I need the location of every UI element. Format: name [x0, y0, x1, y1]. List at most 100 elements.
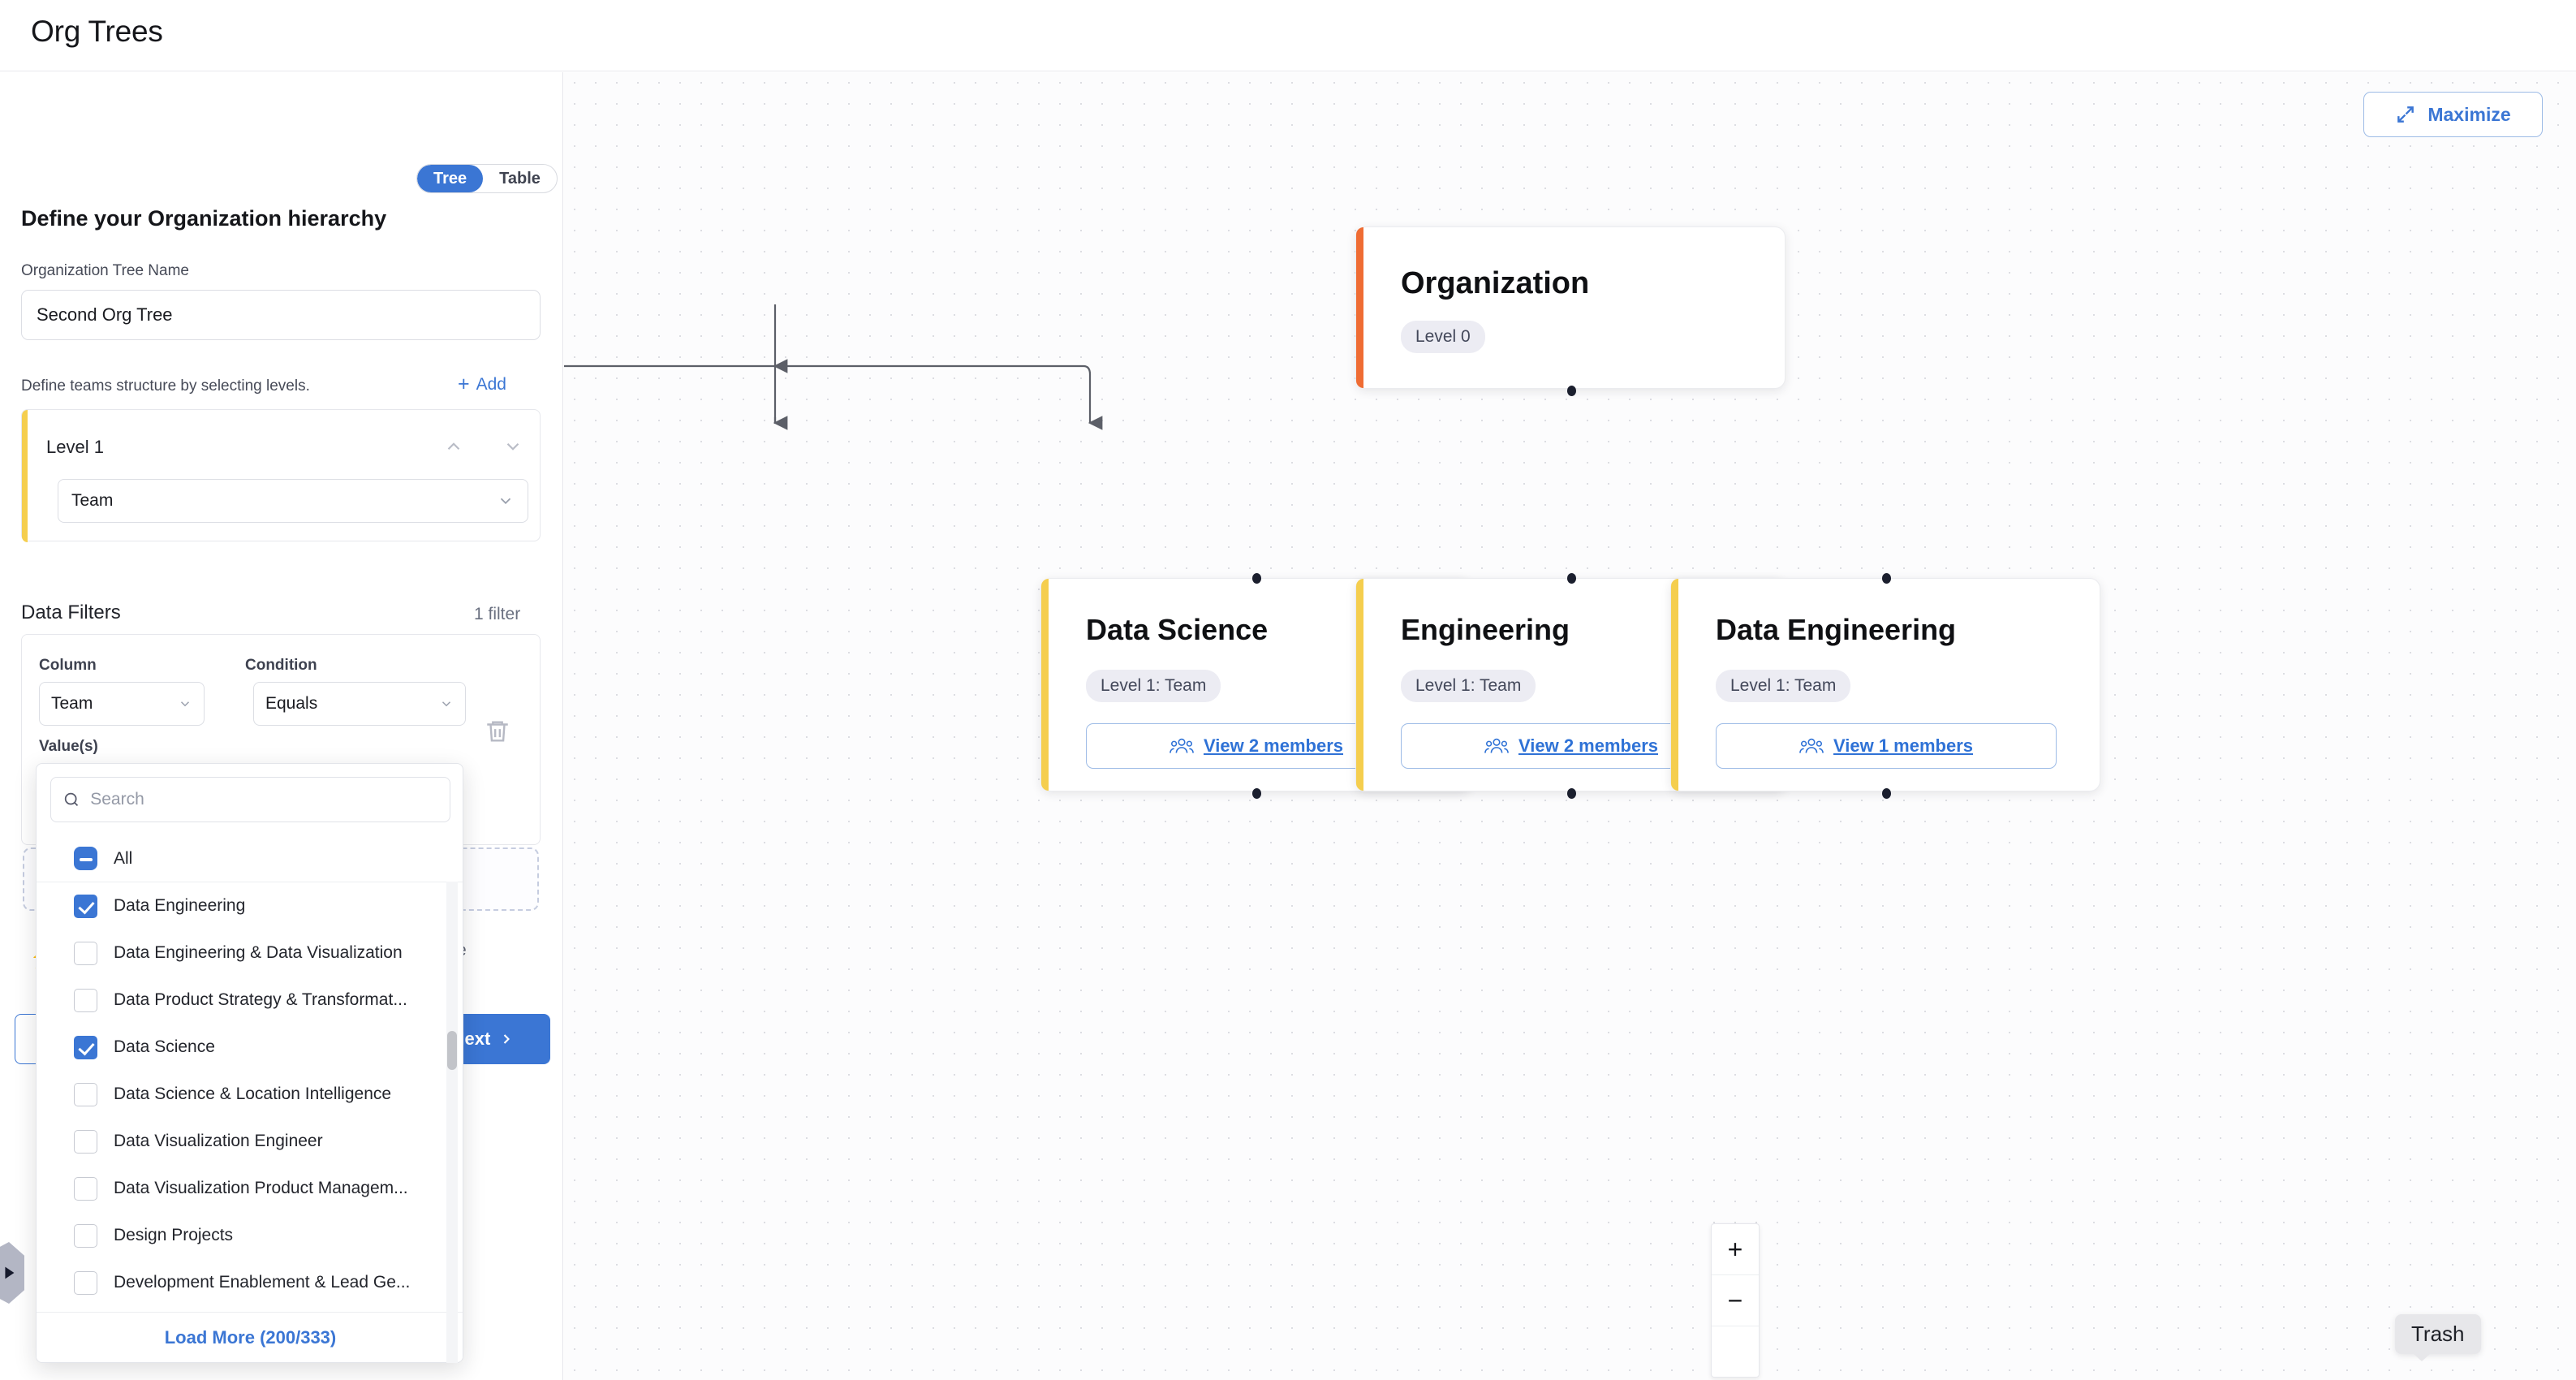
dropdown-option-row[interactable]: Data Product Strategy & Transformat... [37, 977, 463, 1024]
dropdown-option-row[interactable]: Data Engineering [37, 882, 463, 929]
chevron-up-icon[interactable] [443, 436, 464, 457]
dropdown-scrollbar-thumb[interactable] [447, 1031, 457, 1070]
node-accent-bar [1041, 579, 1049, 791]
plus-icon: + [458, 373, 470, 395]
maximize-button[interactable]: Maximize [2363, 92, 2543, 137]
members-icon [1799, 738, 1824, 753]
option-checkbox[interactable] [74, 1223, 97, 1248]
members-icon [1170, 738, 1194, 753]
level-type-value: Team [71, 491, 114, 510]
option-checkbox[interactable] [74, 941, 97, 965]
zoom-controls[interactable]: + − [1711, 1223, 1760, 1378]
tab-tree[interactable]: Tree [417, 165, 484, 192]
dropdown-scrollbar-track[interactable] [446, 882, 458, 1363]
dropdown-option-row[interactable]: Data Visualization Engineer [37, 1118, 463, 1165]
delete-filter-icon[interactable] [484, 718, 511, 745]
dropdown-option-row[interactable]: Data Science & Location Intelligence [37, 1071, 463, 1118]
dropdown-option-row[interactable]: Design Projects [37, 1212, 463, 1259]
option-label: Design Projects [114, 1226, 234, 1244]
option-checkbox[interactable] [74, 1082, 97, 1106]
chevron-down-icon [442, 701, 451, 707]
option-checkbox[interactable] [74, 988, 97, 1012]
node-accent-bar [1671, 579, 1678, 791]
view-members-button[interactable]: View 1 members [1716, 723, 2057, 769]
panel-collapse-toggle[interactable] [0, 1242, 24, 1304]
tree-name-input[interactable] [21, 290, 541, 340]
select-all-label: All [114, 848, 133, 868]
dropdown-select-all-row[interactable]: All [37, 835, 463, 882]
node-title: Engineering [1401, 613, 1570, 646]
top-bar: Org Trees [0, 0, 2576, 71]
filter-column-value: Team [51, 694, 93, 713]
option-label: Data Science [114, 1037, 215, 1056]
maximize-label: Maximize [2427, 103, 2511, 125]
dropdown-option-row[interactable]: Data Engineering & Data Visualization [37, 929, 463, 977]
node-title: Data Engineering [1716, 613, 1957, 646]
dropdown-search-wrapper[interactable] [50, 777, 450, 822]
node-title: Organization [1401, 266, 1590, 300]
chevron-right-icon [504, 1034, 510, 1044]
members-icon [1484, 738, 1509, 753]
zoom-fit-button[interactable] [1712, 1326, 1759, 1377]
node-port-top[interactable] [1567, 573, 1576, 584]
node-port-bottom[interactable] [1567, 386, 1576, 396]
filter-count-label: 1 filter [474, 605, 521, 623]
levels-caption: Define teams structure by selecting leve… [21, 377, 310, 395]
option-checkbox[interactable] [74, 1176, 97, 1201]
zoom-in-button[interactable]: + [1712, 1224, 1759, 1275]
page-title: Org Trees [31, 15, 163, 48]
option-checkbox[interactable] [74, 1129, 97, 1154]
tree-edges [564, 304, 1103, 430]
zoom-out-button[interactable]: − [1712, 1275, 1759, 1326]
dropdown-option-row[interactable]: Data Visualization Product Managem... [37, 1165, 463, 1212]
dropdown-option-row[interactable]: Development Enablement & Lead Ge... [37, 1259, 463, 1302]
option-checkbox[interactable] [74, 894, 97, 918]
view-mode-toggle[interactable]: Tree Table [416, 164, 558, 193]
add-level-label: Add [476, 374, 506, 394]
filter-column-select[interactable]: Team [39, 682, 205, 726]
level-card: Level 1 Team [21, 409, 541, 542]
option-label: Data Engineering [114, 896, 246, 915]
node-level-badge: Level 1: Team [1716, 670, 1851, 702]
filter-condition-select[interactable]: Equals [253, 682, 466, 726]
view-members-label: View 1 members [1833, 735, 1974, 756]
node-port-top[interactable] [1252, 573, 1261, 584]
search-input[interactable] [90, 790, 438, 809]
column-label: Column [39, 657, 97, 674]
search-icon [64, 792, 79, 807]
node-port-bottom[interactable] [1882, 788, 1891, 799]
play-arrow-right-icon [5, 1266, 15, 1279]
dropdown-option-row[interactable]: Data Science [37, 1024, 463, 1071]
option-label: Data Product Strategy & Transformat... [114, 990, 407, 1009]
option-checkbox[interactable] [74, 1270, 97, 1295]
tree-node-root[interactable]: Organization Level 0 [1355, 226, 1786, 396]
tab-table[interactable]: Table [499, 169, 541, 188]
level-type-select[interactable]: Team [58, 479, 528, 523]
node-port-top[interactable] [1882, 573, 1891, 584]
values-label: Value(s) [39, 738, 98, 755]
chevron-down-icon [500, 498, 511, 505]
chevron-down-icon[interactable] [502, 436, 523, 457]
option-label: Data Visualization Engineer [114, 1132, 323, 1150]
tree-node-child-2[interactable]: Data Engineering Level 1: Team View 1 me… [1670, 573, 2100, 799]
filter-condition-value: Equals [265, 694, 318, 713]
panel-heading: Define your Organization hierarchy [21, 206, 387, 231]
add-level-button[interactable]: + Add [458, 374, 506, 395]
node-port-bottom[interactable] [1252, 788, 1261, 799]
trash-tooltip: Trash [2395, 1314, 2481, 1361]
option-checkbox[interactable] [74, 1035, 97, 1059]
option-label: Data Visualization Product Managem... [114, 1179, 408, 1197]
chevron-down-icon [180, 701, 190, 707]
data-filters-title: Data Filters [21, 602, 121, 623]
load-more-button[interactable]: Load More (200/333) [37, 1312, 463, 1362]
org-tree-canvas[interactable]: Maximize Organization Level 0 Data Scien… [564, 72, 2576, 1380]
node-level-badge: Level 1: Team [1086, 670, 1221, 702]
node-level-badge: Level 0 [1401, 321, 1485, 353]
node-port-bottom[interactable] [1567, 788, 1576, 799]
select-all-checkbox[interactable] [74, 847, 97, 870]
option-label: Data Science & Location Intelligence [114, 1085, 392, 1103]
node-level-badge: Level 1: Team [1401, 670, 1536, 702]
option-label: Data Engineering & Data Visualization [114, 943, 403, 962]
